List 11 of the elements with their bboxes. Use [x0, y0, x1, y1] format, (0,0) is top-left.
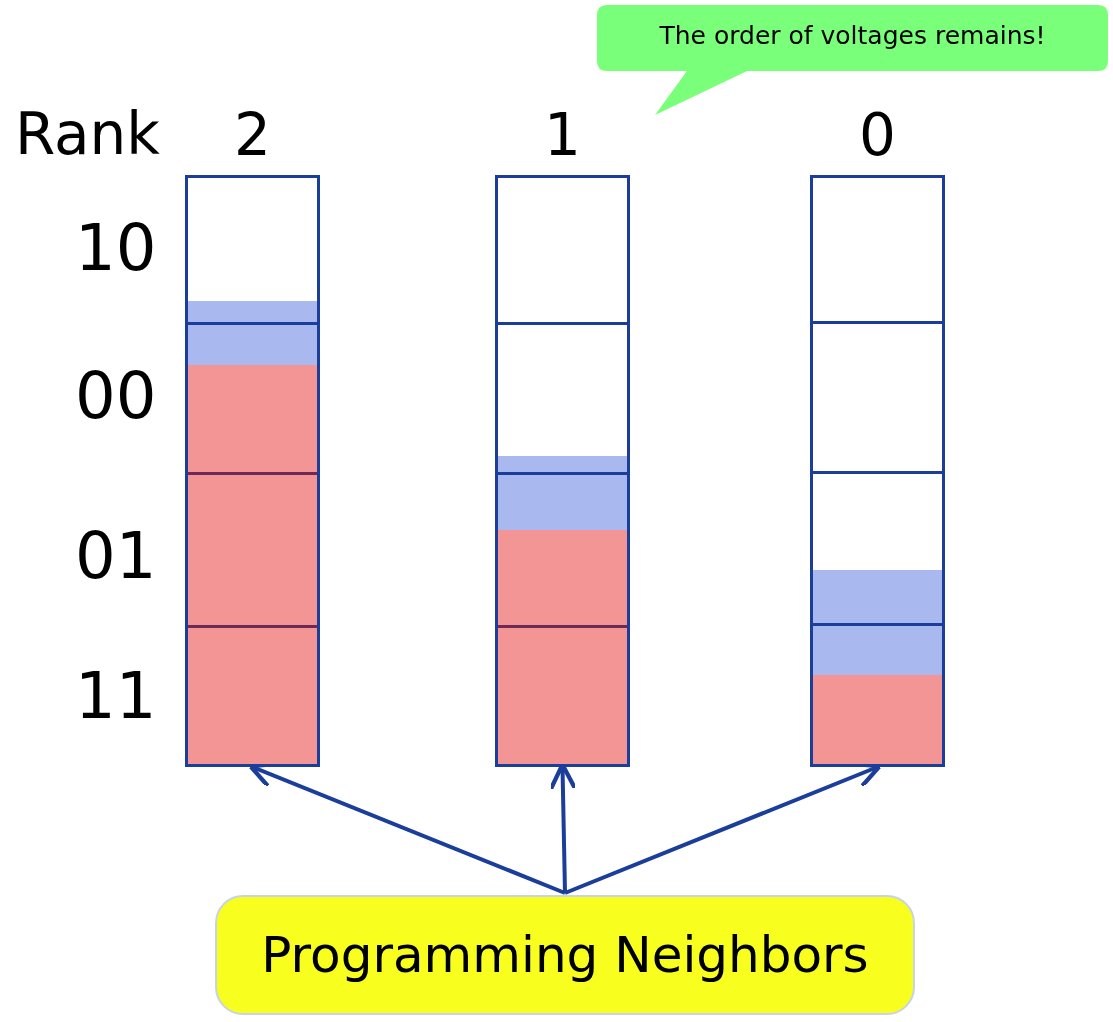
callout-text: Programming Neighbors: [261, 926, 869, 984]
callout-text: The order of voltages remains!: [658, 21, 1047, 50]
rank-number: 0: [858, 100, 897, 171]
level-code: 01: [75, 518, 157, 595]
rank-number: 2: [233, 100, 272, 171]
level-code: 10: [75, 210, 157, 287]
axis-title: Rank: [15, 100, 160, 170]
level-code: 00: [75, 358, 157, 435]
rank-number: 1: [543, 100, 582, 171]
level-code: 11: [75, 658, 157, 735]
callout-box: [215, 895, 915, 1015]
